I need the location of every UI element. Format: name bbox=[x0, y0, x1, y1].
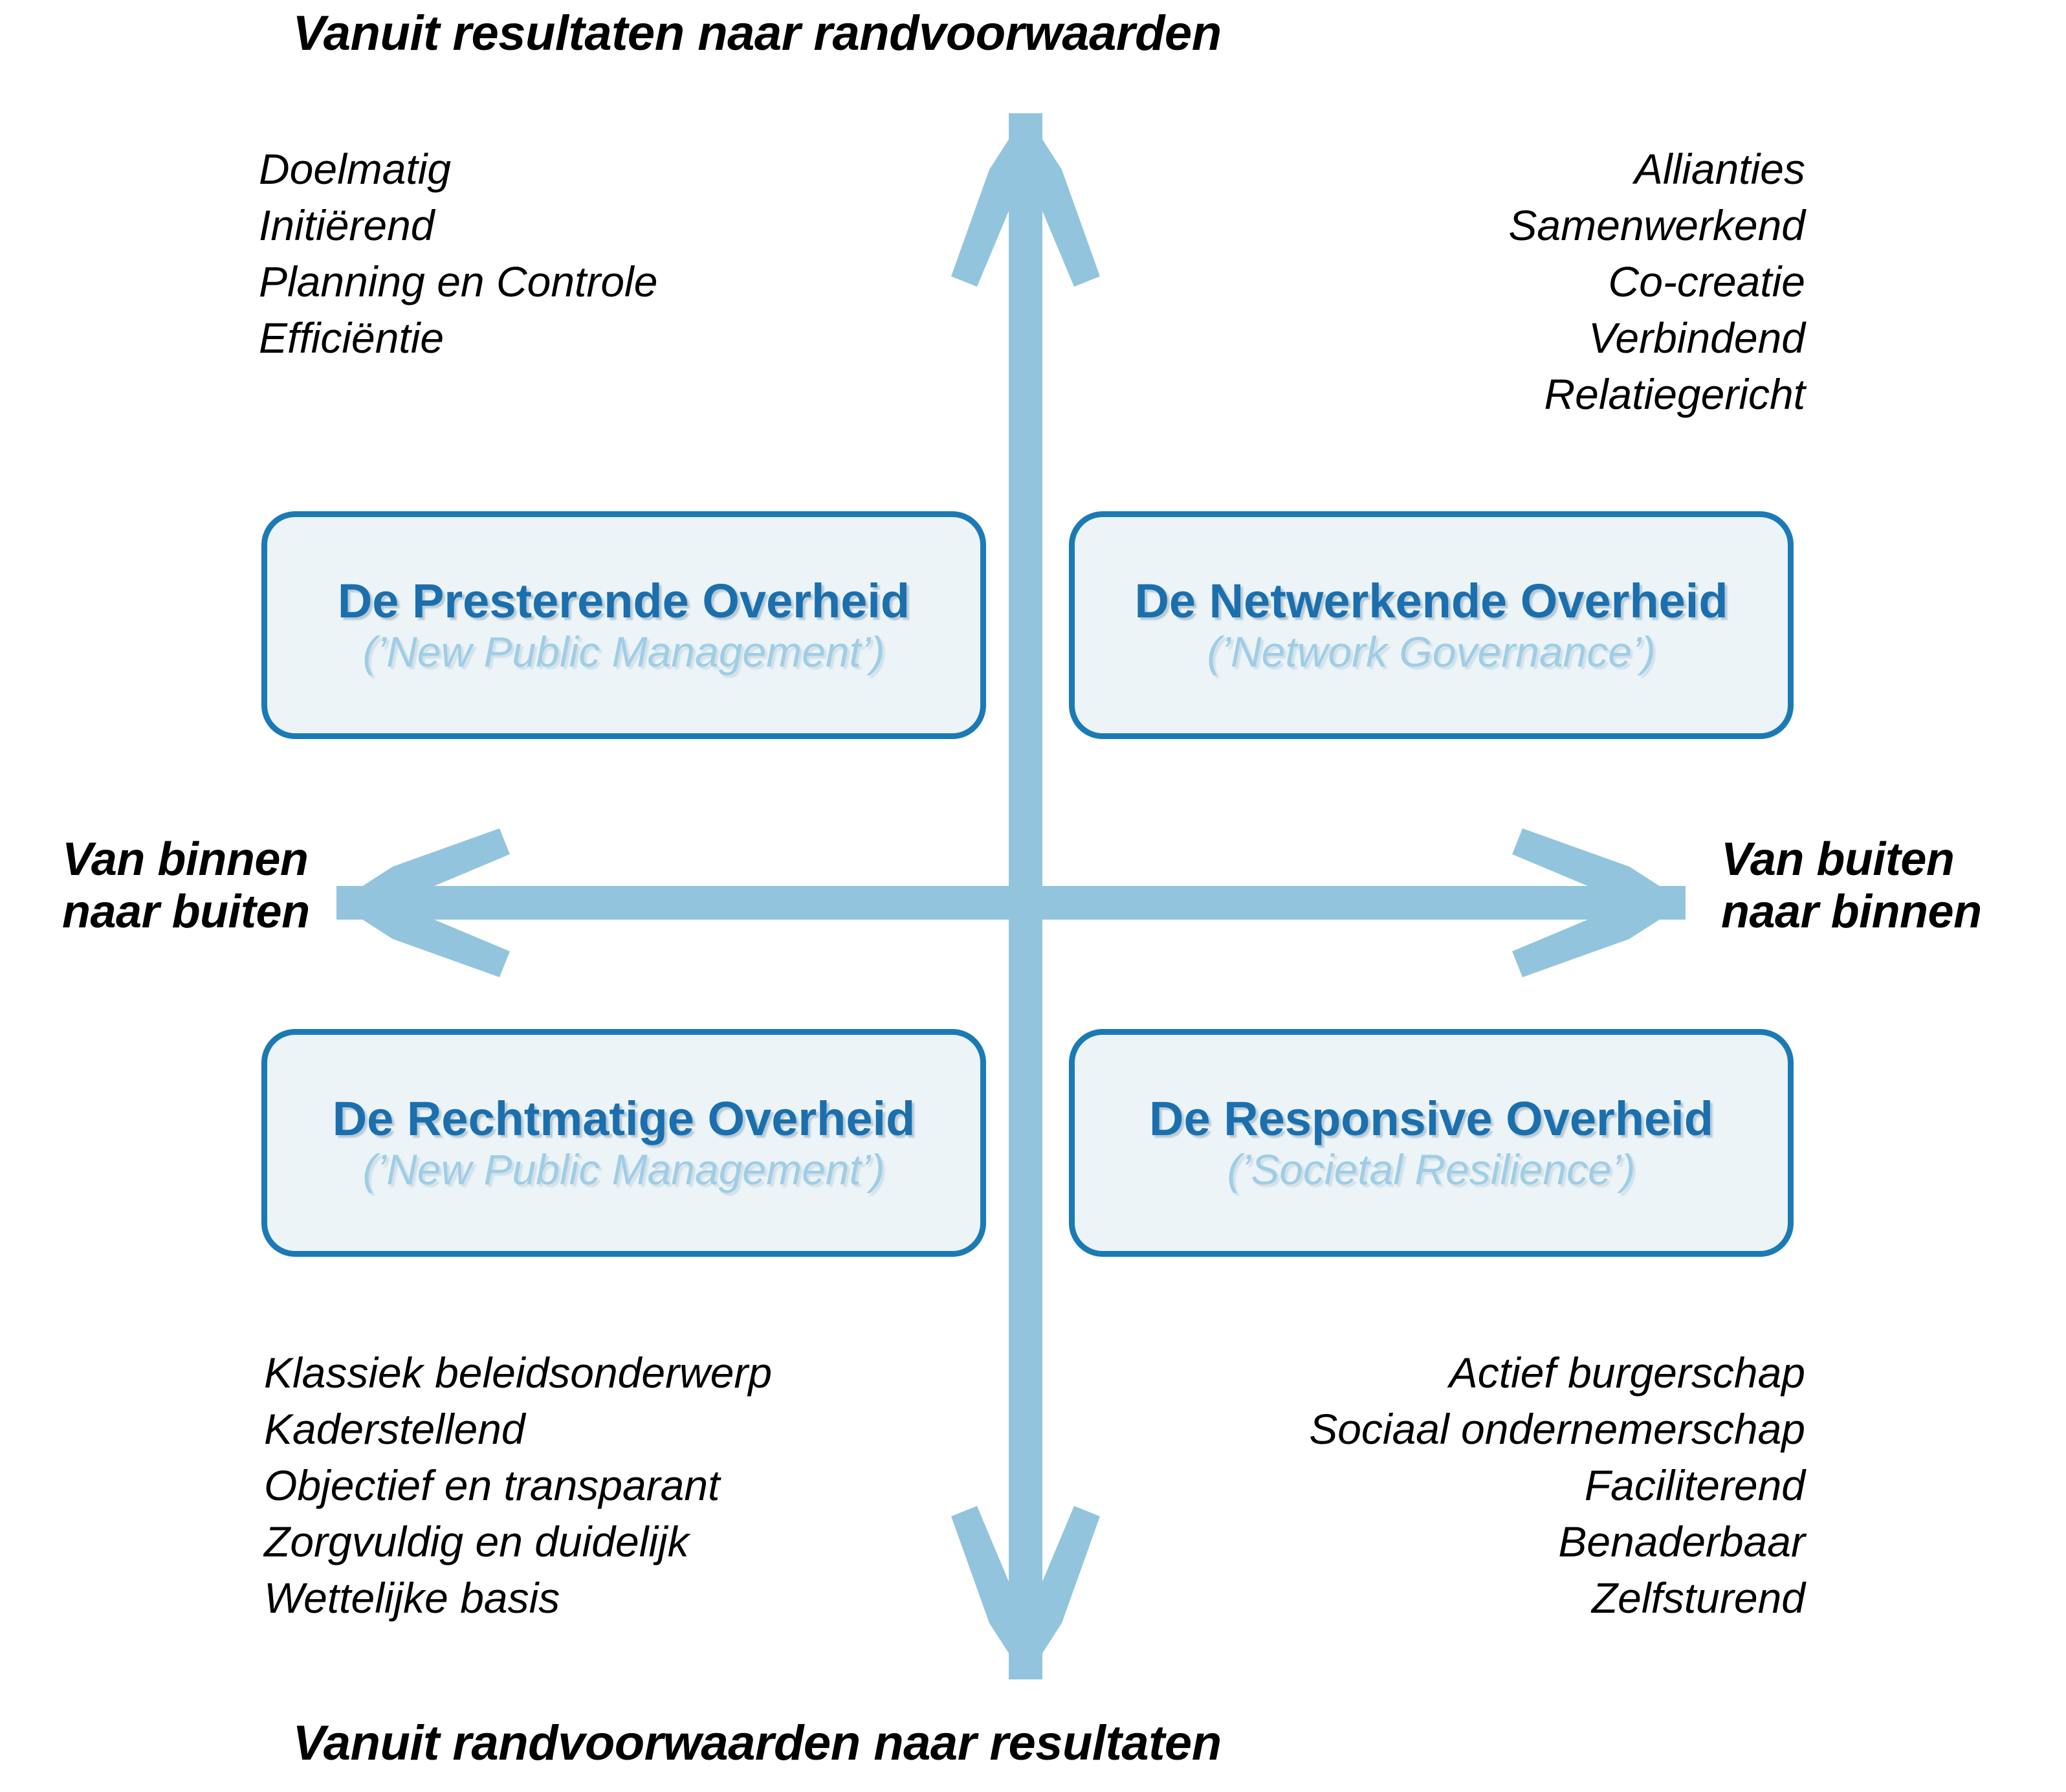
keyword: Faciliterend bbox=[1584, 1461, 1805, 1510]
keyword: Klassiek beleidsonderwerp bbox=[264, 1349, 773, 1397]
axis-label-right-line2: naar binnen bbox=[1721, 885, 1982, 938]
keyword: Zelfsturend bbox=[1591, 1574, 1805, 1622]
keyword-list-bottom-right: Actief burgerschap Sociaal ondernemersch… bbox=[1158, 1345, 1805, 1627]
quadrant-box-subtitle: (’Network Governance’) bbox=[1207, 628, 1656, 676]
keyword-list-top-left: Doelmatig Initiërend Planning en Control… bbox=[259, 141, 657, 366]
axis-label-left-line2: naar buiten bbox=[62, 885, 310, 938]
keyword: Wettelijke basis bbox=[264, 1574, 560, 1622]
keyword: Co-creatie bbox=[1608, 258, 1805, 306]
quadrant-box-title: De Netwerkende Overheid bbox=[1134, 573, 1728, 628]
axis-label-left: Van binnen naar buiten bbox=[62, 834, 310, 938]
axis-label-left-line1: Van binnen bbox=[62, 834, 309, 885]
keyword: Verbindend bbox=[1588, 314, 1805, 362]
axis-label-top: Vanuit resultaten naar randvoorwaarden bbox=[292, 6, 1222, 61]
keyword: Initiërend bbox=[259, 201, 435, 250]
keyword: Kaderstellend bbox=[264, 1405, 525, 1454]
keyword: Objectief en transparant bbox=[264, 1461, 720, 1510]
arrowhead-up bbox=[951, 113, 1100, 287]
quadrant-box-subtitle: (’Societal Resilience’) bbox=[1227, 1145, 1636, 1194]
keyword: Relatiegericht bbox=[1544, 370, 1805, 419]
keyword: Zorgvuldig en duidelijk bbox=[264, 1518, 689, 1566]
axis-label-right-line1: Van buiten bbox=[1721, 834, 1955, 885]
quadrant-box-subtitle: (’New Public Management’) bbox=[362, 1145, 885, 1194]
keyword: Sociaal ondernemerschap bbox=[1309, 1405, 1805, 1454]
keyword: Samenwerkend bbox=[1508, 201, 1805, 250]
keyword: Efficiëntie bbox=[259, 314, 445, 362]
keyword: Actief burgerschap bbox=[1449, 1349, 1805, 1397]
quadrant-box-presterende-overheid[interactable]: De Presterende Overheid (’New Public Man… bbox=[261, 511, 986, 739]
keyword-list-bottom-left: Klassiek beleidsonderwerp Kaderstellend … bbox=[264, 1345, 772, 1627]
quadrant-box-responsive-overheid[interactable]: De Responsive Overheid (’Societal Resili… bbox=[1069, 1029, 1794, 1257]
axis-label-bottom: Vanuit randvoorwaarden naar resultaten bbox=[292, 1716, 1222, 1771]
quadrant-box-subtitle: (’New Public Management’) bbox=[362, 628, 885, 676]
axis-label-right: Van buiten naar binnen bbox=[1721, 834, 1982, 938]
quadrant-box-title: De Responsive Overheid bbox=[1149, 1091, 1713, 1145]
vertical-axis-shaft bbox=[1009, 113, 1042, 1679]
horizontal-axis-shaft bbox=[336, 886, 1686, 920]
arrowhead-right bbox=[1512, 828, 1686, 977]
quadrant-box-title: De Presterende Overheid bbox=[337, 573, 910, 628]
keyword: Planning en Controle bbox=[259, 258, 658, 306]
arrowhead-left bbox=[336, 828, 510, 977]
quadrant-box-netwerkende-overheid[interactable]: De Netwerkende Overheid (’Network Govern… bbox=[1069, 511, 1794, 739]
quadrant-box-rechtmatige-overheid[interactable]: De Rechtmatige Overheid (’New Public Man… bbox=[261, 1029, 986, 1257]
keyword-list-top-right: Allianties Samenwerkend Co-creatie Verbi… bbox=[1158, 141, 1805, 423]
quadrant-box-title: De Rechtmatige Overheid bbox=[332, 1091, 916, 1145]
keyword: Doelmatig bbox=[259, 145, 452, 193]
keyword: Allianties bbox=[1634, 145, 1805, 193]
keyword: Benaderbaar bbox=[1558, 1518, 1805, 1566]
arrowhead-down bbox=[951, 1506, 1100, 1679]
